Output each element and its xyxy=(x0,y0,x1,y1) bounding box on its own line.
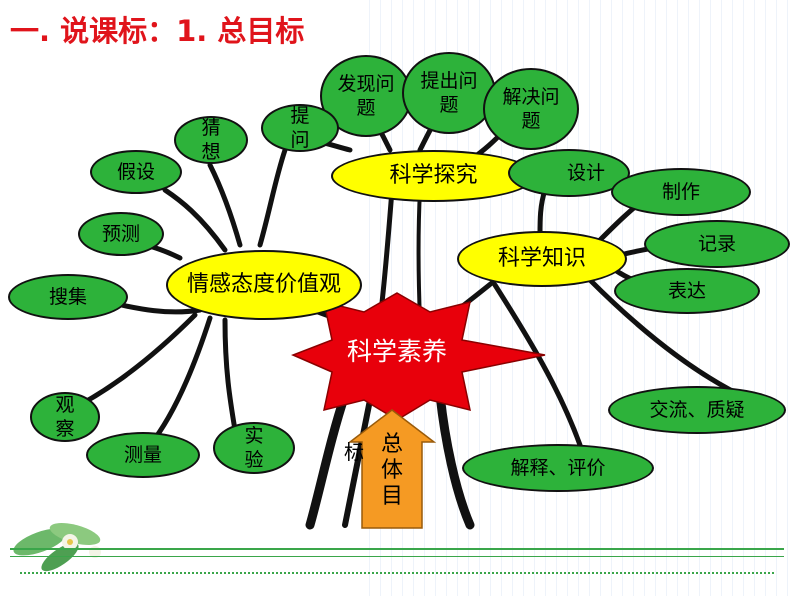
node-raise: 提出问题 xyxy=(402,52,496,134)
node-solve: 解决问题 xyxy=(483,68,579,150)
node-record: 记录 xyxy=(644,220,790,268)
center-label: 科学素养 xyxy=(346,337,447,366)
node-observe: 观察 xyxy=(30,392,100,442)
slide-title: 一. 说课标：1. 总目标 xyxy=(10,14,305,48)
goal-arrow-shape xyxy=(347,409,437,529)
node-ask: 提问 xyxy=(261,104,339,152)
node-predict: 预测 xyxy=(78,212,164,256)
hub-inquiry: 科学探究 xyxy=(331,150,536,202)
node-guess: 猜想 xyxy=(174,116,248,164)
hub-knowledge: 科学知识 xyxy=(457,231,627,287)
node-measure: 测量 xyxy=(86,432,200,478)
goal-side-label: 标 xyxy=(344,440,364,464)
node-collect: 搜集 xyxy=(8,274,128,320)
hub-attitude: 情感态度价值观 xyxy=(166,250,362,320)
node-express: 表达 xyxy=(614,268,760,314)
node-experiment: 实验 xyxy=(213,422,295,474)
goal-arrow-label: 总体目 xyxy=(381,432,404,509)
node-explain: 解释、评价 xyxy=(462,444,654,492)
node-hypothesis: 假设 xyxy=(90,150,182,194)
footer-dots xyxy=(20,572,774,574)
node-design: 设计 xyxy=(508,149,630,197)
node-exchange: 交流、质疑 xyxy=(608,386,786,434)
footer-line xyxy=(10,548,784,550)
node-make: 制作 xyxy=(611,168,751,216)
footer-line-lower xyxy=(10,556,784,557)
